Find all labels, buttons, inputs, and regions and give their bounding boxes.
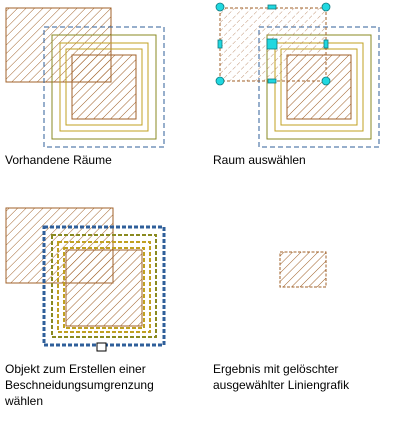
grip-edge-top[interactable] — [267, 4, 277, 10]
boundary-olive-selected[interactable] — [51, 234, 157, 338]
boundary-gold-outer — [59, 42, 149, 132]
room-result-clipped — [279, 251, 327, 288]
boundary-gold-inner-selected[interactable] — [63, 247, 145, 329]
grip-edge-left[interactable] — [217, 39, 223, 49]
room-inner-hatched — [71, 54, 137, 120]
boundary-olive — [51, 34, 157, 140]
panel-existing-rooms: Vorhandene Räume — [0, 0, 200, 200]
result-drawing — [279, 251, 327, 288]
caption-select-room: Raum auswählen — [213, 153, 306, 167]
boundary-gold-outer-selected[interactable] — [57, 241, 151, 333]
room-inner-hatched — [65, 249, 143, 327]
grip-corner-top-left[interactable] — [215, 2, 225, 12]
boundary-gold-inner — [65, 48, 143, 126]
grip-corner-top-right[interactable] — [321, 2, 331, 12]
caption-select-clip-object: Objekt zum Erstellen einer Beschneidungs… — [5, 362, 154, 408]
pickbox-cursor — [96, 342, 107, 352]
grip-corner-bottom-left[interactable] — [215, 76, 225, 86]
grip-location-square[interactable] — [266, 38, 278, 50]
panel-result: Ergebnis mit gelöschter ausgewählter Lin… — [200, 200, 400, 436]
select-room-drawing — [215, 2, 380, 148]
boundary-blue — [43, 26, 165, 148]
caption-existing-rooms: Vorhandene Räume — [5, 153, 112, 167]
grip-corner-bottom-right[interactable] — [321, 76, 331, 86]
grip-edge-bottom[interactable] — [267, 78, 277, 84]
grip-edge-right[interactable] — [323, 39, 329, 49]
existing-rooms-drawing — [5, 7, 165, 148]
panel-select-clip-object: Objekt zum Erstellen einer Beschneidungs… — [0, 200, 200, 436]
panel-select-room: Raum auswählen — [200, 0, 400, 200]
caption-result: Ergebnis mit gelöschter ausgewählter Lin… — [213, 362, 350, 392]
select-clip-object-drawing — [5, 207, 166, 352]
